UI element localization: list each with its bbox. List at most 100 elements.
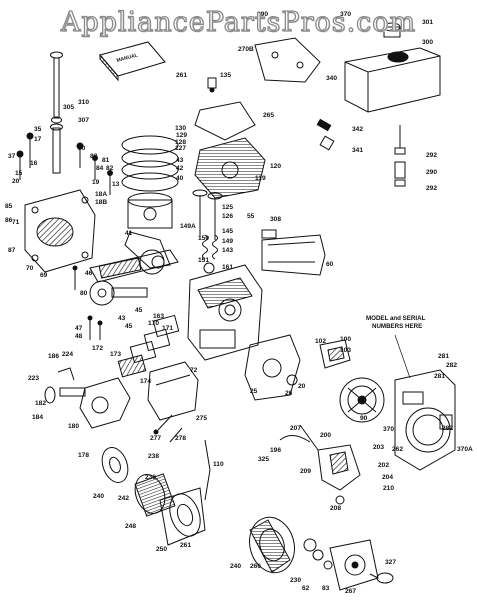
part-label: 224 <box>62 351 73 358</box>
rewind-starter <box>249 516 295 574</box>
part-label: 69 <box>40 272 48 279</box>
part-label: 266 <box>250 563 261 570</box>
part-label: 19 <box>92 179 100 186</box>
flywheel <box>339 377 385 423</box>
breather-plate <box>194 77 256 141</box>
part-label: 172 <box>92 345 103 352</box>
part-label: 43 <box>118 315 126 322</box>
crankshaft <box>89 249 179 283</box>
governor-link <box>204 439 211 501</box>
part-label: 370 <box>383 426 394 433</box>
part-label: 9 <box>100 32 104 39</box>
part-label: 82 <box>106 165 114 172</box>
part-label: 174 <box>140 378 151 385</box>
part-label: 170 <box>148 320 159 327</box>
air-cleaner-body <box>147 361 199 421</box>
part-label: 270B <box>238 46 254 53</box>
part-label: 47 <box>75 325 83 332</box>
part-label: 262 <box>392 446 403 453</box>
part-label: 26 <box>285 390 293 397</box>
part-label: 149 <box>222 238 233 245</box>
part-label: 307 <box>78 117 89 124</box>
part-label: 62 <box>302 585 310 592</box>
part-label: 20 <box>12 178 20 185</box>
part-label: 83 <box>90 153 98 160</box>
part-label: 18B <box>95 199 107 206</box>
part-label: 292 <box>426 185 437 192</box>
part-label: 103 <box>340 347 351 354</box>
part-label: 210 <box>383 485 394 492</box>
part-label: 149A <box>180 223 196 230</box>
part-label: 120 <box>270 163 281 170</box>
part-label: 37 <box>8 153 16 160</box>
part-label: 125 <box>222 204 233 211</box>
part-label: 184 <box>32 414 43 421</box>
part-label: 370A <box>457 446 473 453</box>
part-label: 238 <box>148 453 159 460</box>
part-label: 250 <box>156 546 167 553</box>
part-label: 340 <box>326 75 337 82</box>
part-label: 143 <box>222 247 233 254</box>
ignition-module <box>319 339 351 369</box>
part-label: 18A <box>95 191 107 198</box>
part-label: 182 <box>35 400 46 407</box>
part-label: 267 <box>345 588 356 595</box>
part-label: 281 <box>434 373 445 380</box>
manual-booklet: MANUAL <box>99 41 166 82</box>
part-label: 25 <box>250 388 258 395</box>
part-label: 180 <box>68 423 79 430</box>
part-label: 178 <box>78 452 89 459</box>
part-label: 261 <box>176 72 187 79</box>
part-label: 81 <box>102 157 110 164</box>
part-label: 84 <box>96 165 104 172</box>
part-label: 275 <box>196 415 207 422</box>
part-label: 265 <box>263 112 274 119</box>
carburetor <box>44 367 131 429</box>
part-label: 173 <box>110 351 121 358</box>
air-filter-parts <box>101 447 206 546</box>
part-label: 278 <box>175 435 186 442</box>
crankcase-side <box>244 334 301 401</box>
part-label: 17 <box>34 136 42 143</box>
part-label: 261 <box>180 542 191 549</box>
part-label: 55 <box>247 213 255 220</box>
part-label: 13 <box>112 181 120 188</box>
part-label: 308 <box>270 216 281 223</box>
part-label: 87 <box>8 247 16 254</box>
part-label: 71 <box>12 219 20 226</box>
part-label: 203 <box>373 444 384 451</box>
part-label: 341 <box>352 147 363 154</box>
part-label: 42 <box>176 165 184 172</box>
part-label: 80 <box>80 290 88 297</box>
cam-gear <box>89 280 148 306</box>
part-label: 325 <box>258 456 269 463</box>
part-label: 119 <box>255 175 266 182</box>
part-label: 204 <box>382 474 393 481</box>
part-label: 342 <box>352 126 363 133</box>
part-label: 281 <box>438 353 449 360</box>
part-label: 327 <box>385 559 396 566</box>
part-label: 208 <box>330 505 341 512</box>
part-label: 310 <box>78 99 89 106</box>
blower-baffle <box>261 229 326 276</box>
fuel-tank <box>344 22 441 113</box>
starter-handle <box>369 572 394 584</box>
part-label: 209 <box>300 468 311 475</box>
part-label: 282 <box>446 362 457 369</box>
callout-line-1: MODEL and SERIAL <box>366 315 426 322</box>
part-label: 163 <box>153 313 164 320</box>
blower-housing <box>394 369 456 471</box>
throttle-control <box>279 424 361 505</box>
part-label: 20 <box>298 383 306 390</box>
part-label: 242 <box>118 495 129 502</box>
part-label: 151 <box>198 257 209 264</box>
part-label: 290 <box>257 11 268 18</box>
part-label: 85 <box>5 203 13 210</box>
valves <box>192 189 223 274</box>
intake-gaskets <box>117 314 180 378</box>
dipstick-tube <box>50 51 63 174</box>
engine-block <box>187 264 263 361</box>
